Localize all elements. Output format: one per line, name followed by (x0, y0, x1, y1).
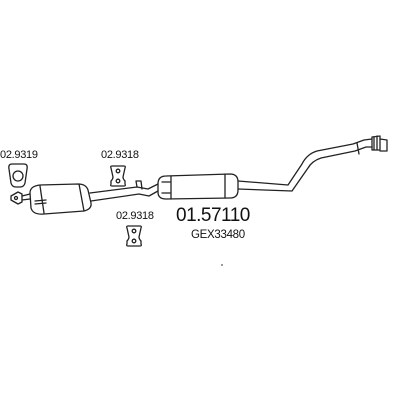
rubber-hanger-icon-upper (110, 165, 126, 187)
part-number-gasket: 02.9319 (0, 149, 38, 161)
stray-mark (221, 264, 223, 266)
rubber-hanger-icon-lower (126, 225, 142, 247)
gasket-flange-icon (8, 163, 28, 188)
exhaust-assembly-icon (10, 135, 388, 215)
oe-reference-number: GEX33480 (191, 229, 245, 241)
part-number-hanger-lower: 02.9318 (116, 210, 154, 222)
main-part-number: 01.57110 (176, 205, 250, 226)
part-number-hanger-upper: 02.9318 (101, 149, 139, 161)
